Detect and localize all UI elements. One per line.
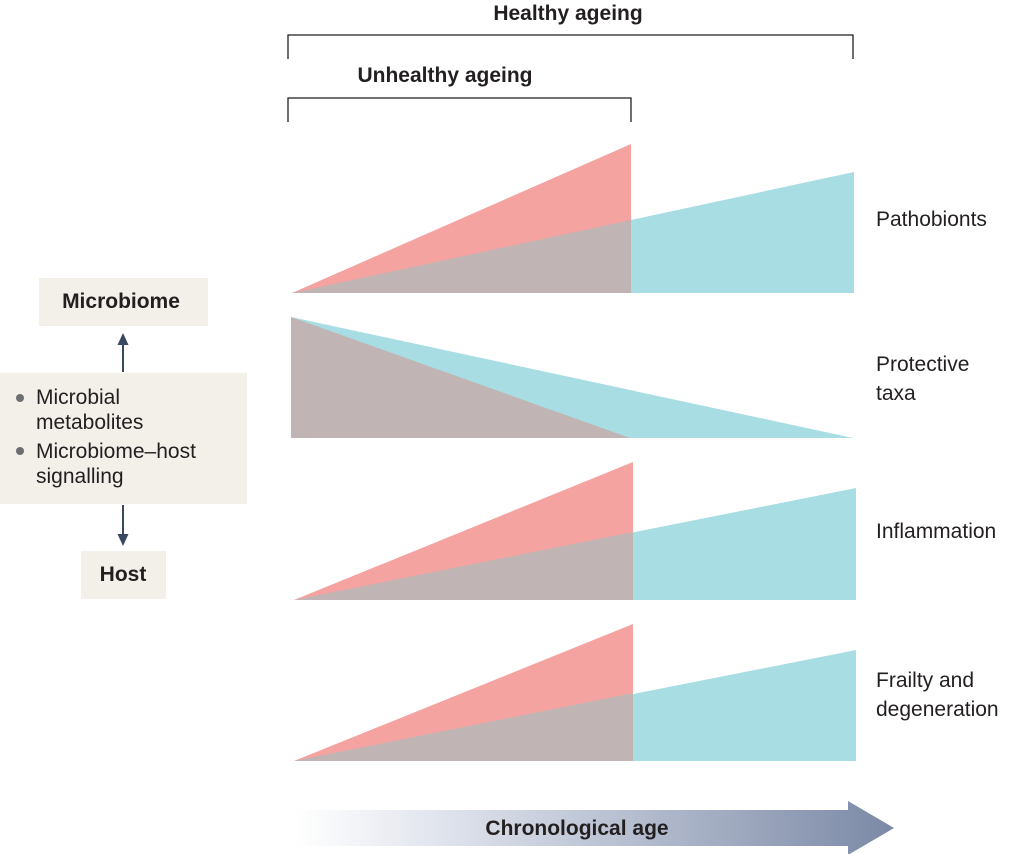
unhealthy-ageing-label: Unhealthy ageing xyxy=(357,64,532,87)
unhealthy-bracket-line xyxy=(287,97,632,122)
unhealthy-ageing-bracket: Unhealthy ageing xyxy=(287,64,632,122)
axis-label: Chronological age xyxy=(485,817,668,840)
overlap-area xyxy=(294,532,633,600)
arrow-down-icon xyxy=(117,505,129,546)
row-inflammation: Inflammation xyxy=(294,462,996,600)
microbiome-box-label: Microbiome xyxy=(62,290,180,313)
healthy-ageing-label: Healthy ageing xyxy=(493,2,642,25)
healthy-bracket-line xyxy=(287,34,854,59)
bullet-icon xyxy=(16,394,24,402)
axis-arrow xyxy=(296,801,894,854)
overlap-area xyxy=(292,220,631,293)
mechanisms-box xyxy=(0,373,247,504)
overlap-area xyxy=(291,317,630,438)
overlap-area xyxy=(294,693,633,761)
row-pathobionts: Pathobionts xyxy=(292,144,987,293)
row-label-inflammation: Inflammation xyxy=(876,520,996,543)
bullet-icon xyxy=(16,447,24,455)
row-label-pathobionts: Pathobionts xyxy=(876,208,987,231)
arrow-up-icon xyxy=(117,333,129,372)
chronological-age-axis: Chronological age xyxy=(296,801,894,854)
host-box xyxy=(81,551,166,599)
microbiome-box xyxy=(39,278,208,326)
healthy-ageing-bracket: Healthy ageing xyxy=(287,2,854,59)
host-box-label: Host xyxy=(100,563,147,586)
